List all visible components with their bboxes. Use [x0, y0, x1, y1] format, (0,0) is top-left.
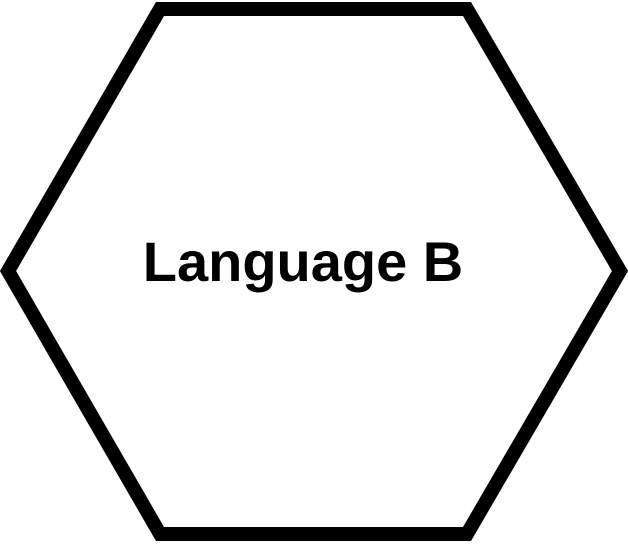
hexagon-label: Language B — [142, 230, 464, 293]
